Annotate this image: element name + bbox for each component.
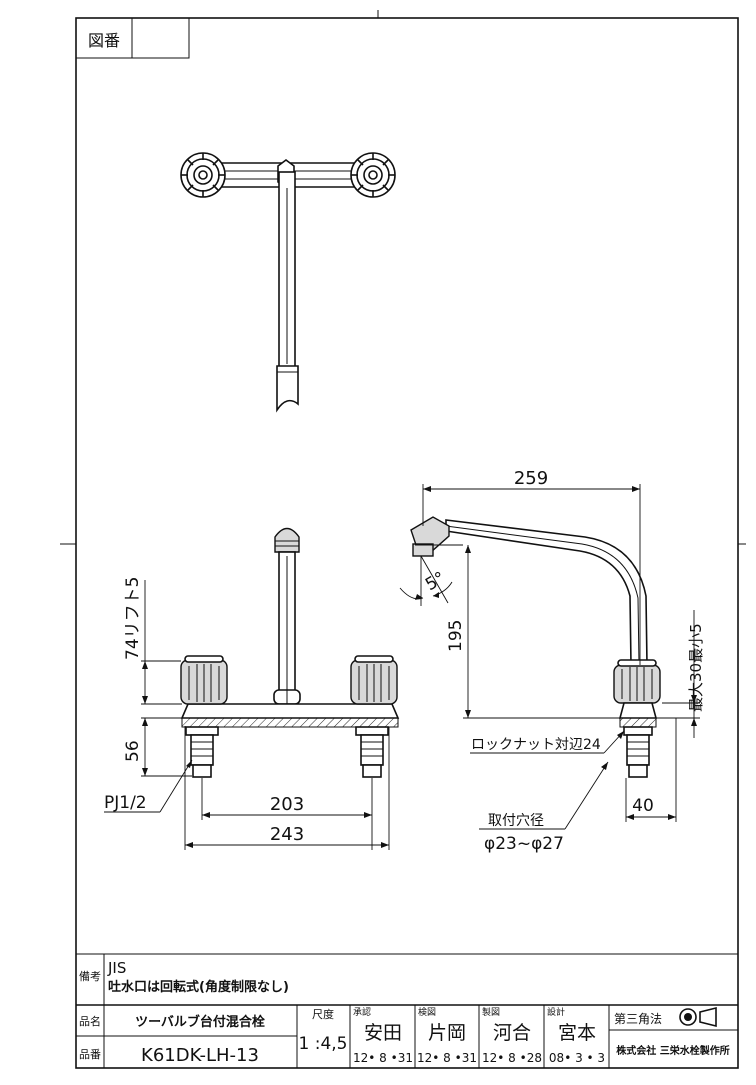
dim-max-thickness: 最大30最小5 [687,623,705,712]
checked-date: 12• 8 •31 [417,1051,477,1065]
front-view-spout-tip [274,527,300,553]
front-view-base [180,703,400,719]
front-view-left-handle [180,655,228,705]
drawing-number-box: 図番 [75,17,190,59]
drawn-name: 河合 [493,1022,531,1044]
dim-thread: PJ1/2 [104,793,147,813]
projection-label: 第三角法 [614,1012,662,1026]
front-view-right-shank [355,726,389,778]
front-view-left-shank [185,726,219,778]
top-view [180,152,396,413]
front-view-right-handle [350,655,398,705]
third-angle-projection-icon [679,1006,717,1028]
approved-label: 承認 [353,1006,371,1018]
dim-40: 40 [632,796,654,816]
drawn-date: 12• 8 •28 [482,1051,542,1065]
product-name-label: 品名 [79,1014,101,1028]
dim-lift: 74リフト5 [123,577,143,660]
designed-date: 08• 3 • 3 [549,1051,605,1065]
checked-label: 検図 [418,1006,436,1018]
scale-value: 1 :4,5 [299,1034,348,1054]
product-code: K61DK-LH-13 [141,1045,259,1066]
dim-hole-pitch: 203 [270,794,304,815]
top-view-left-handle [180,152,226,198]
dim-angle: 5° [422,568,449,595]
drawing-number-label: 図番 [88,31,120,50]
notes-section: 備考 JIS 吐水口は回転式(角度制限なし) [76,953,738,1068]
top-view-right-handle [350,152,396,198]
notes-line1: JIS [107,959,126,977]
dim-height: 195 [446,620,466,652]
notes-label: 備考 [79,970,101,983]
approved-name: 安田 [364,1022,402,1044]
product-name: ツーバルブ台付混合栓 [135,1014,265,1030]
title-block: 品名 ツーバルブ台付混合栓 品番 K61DK-LH-13 尺度 1 :4,5 承… [76,1004,738,1068]
outer-frame [75,17,739,1069]
side-view-dimensions: 259 195 5° 最大30最小5 ロックナット対辺24 取付穴径 φ23~φ… [399,468,705,854]
dim-overall-width: 243 [270,824,304,845]
company-name: 株式会社 三栄水栓製作所 [616,1044,729,1057]
locknut-label: ロックナット対辺24 [471,737,601,753]
checked-name: 片岡 [428,1022,466,1044]
front-view-dimensions: 74リフト5 56 PJ1/2 203 243 [104,577,390,850]
side-view-spout [445,519,648,666]
drawn-label: 製図 [482,1006,500,1018]
designed-name: 宮本 [558,1022,596,1044]
front-view [180,527,400,778]
approved-date: 12• 8 •31 [353,1051,413,1065]
designed-label: 設計 [547,1006,565,1018]
product-code-label: 品番 [79,1048,101,1061]
mount-hole-label: 取付穴径 [488,813,544,829]
side-view-handle [613,659,661,704]
scale-label: 尺度 [312,1007,334,1021]
dim-reach: 259 [514,468,548,489]
dim-shank: 56 [123,740,143,762]
notes-line2: 吐水口は回転式(角度制限なし) [108,979,289,995]
mount-hole-value: φ23~φ27 [484,834,564,854]
